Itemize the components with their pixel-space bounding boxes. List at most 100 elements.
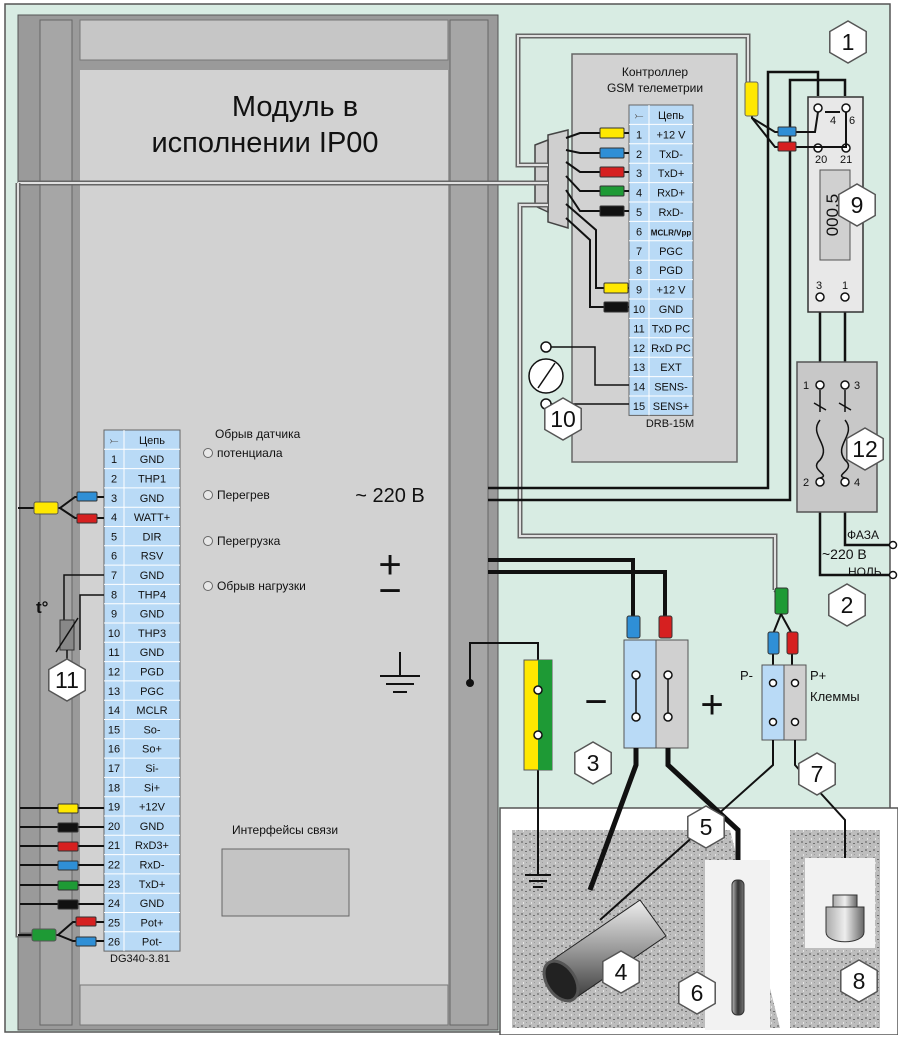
meter-fuse-yellow — [744, 81, 759, 117]
callout-2: 2 — [828, 583, 866, 627]
callout-hexagon — [838, 183, 876, 227]
meter-term-21: 21 — [840, 154, 852, 166]
controller-pin-pin-number: 11 — [633, 323, 644, 335]
controller-connector — [547, 129, 569, 230]
indicator-label-2: Перегрев — [217, 488, 270, 502]
callout-11: 11 — [48, 658, 86, 702]
module-pin-pin-name: Si- — [145, 763, 159, 775]
p-minus-marker — [767, 631, 780, 655]
controller-pin-pin-name: MCLR/Vpp — [651, 228, 692, 237]
neutral-terminal — [888, 570, 898, 580]
module-pin-pin-number: 2 — [111, 473, 117, 485]
callout-hexagon — [828, 583, 866, 627]
controller-pin-pin-name: EXT — [660, 362, 682, 374]
module-pin-pin-name: GND — [140, 898, 165, 910]
callout-number: 5 — [700, 814, 713, 840]
controller-pin-pin-name: RxD+ — [657, 188, 685, 200]
module-pin-pin-number: 11 — [108, 647, 119, 659]
callout-3: 3 — [574, 741, 612, 785]
terminal-plus-label: + — [700, 683, 723, 727]
callout-number: 12 — [852, 436, 878, 462]
p-terminal-screws — [768, 678, 800, 727]
led-load-break — [203, 581, 213, 591]
ground-stud — [466, 679, 474, 687]
meter-term-3: 3 — [816, 280, 822, 292]
callout-6: 6 — [678, 971, 716, 1015]
controller-pin-pin-number: 14 — [633, 382, 645, 394]
controller-pin-pin-name: SENS+ — [653, 401, 689, 413]
callout-10: 10 — [544, 397, 582, 441]
callout-hexagon — [846, 427, 884, 471]
ctl-wire-1 — [599, 127, 625, 139]
module-top-rail — [79, 19, 449, 61]
module-pin-pin-name: GND — [140, 570, 165, 582]
wire-22-blue — [57, 860, 79, 871]
meter-term-6: 6 — [849, 115, 855, 127]
callout-hexagon — [678, 971, 716, 1015]
module-pin-pin-name: RSV — [141, 551, 164, 563]
wire-watt-red — [76, 513, 98, 524]
led-overheat — [203, 490, 213, 500]
module-pin-pin-number: 3 — [111, 493, 117, 505]
breaker-term-2: 2 — [803, 477, 809, 489]
module-pin-pin-name: GND — [140, 609, 165, 621]
module-pin-pin-name: MCLR — [136, 705, 167, 717]
controller-pin-pin-number: 4 — [636, 188, 642, 200]
meter-wire-red — [777, 141, 797, 152]
indicator-label-1b: потенциала — [217, 446, 283, 460]
controller-pin-pin-number: 12 — [633, 343, 645, 355]
wire-marker-blue — [626, 615, 641, 639]
module-pin-pin-name: So+ — [142, 744, 162, 756]
module-pin-pin-name: GND — [140, 647, 165, 659]
callout-number: 10 — [550, 406, 576, 432]
module-pin-header-symbol: ⤚ — [110, 435, 119, 447]
module-pin-pin-name: GND — [140, 493, 165, 505]
module-pin-pin-name: DIR — [143, 531, 162, 543]
module-pin-pin-name: GND — [140, 821, 165, 833]
terminals-label: Клеммы — [810, 689, 860, 704]
temperature-label: t° — [36, 598, 49, 617]
controller-pin-pin-number: 3 — [636, 168, 642, 180]
callout-number: 2 — [841, 592, 854, 618]
module-pin-pin-number: 5 — [111, 531, 117, 543]
p-plus-marker — [786, 631, 799, 655]
mains-voltage: ~220 В — [822, 546, 867, 562]
module-pin-pin-number: 24 — [108, 898, 120, 910]
module-pin-pin-name: THP1 — [138, 473, 166, 485]
controller-pin-pin-number: 7 — [636, 246, 642, 258]
callout-12: 12 — [846, 427, 884, 471]
indicator-panel: Обрыв датчика потенциала Перегрев Перегр… — [203, 427, 306, 593]
controller-pin-pin-name: PGD — [659, 265, 683, 277]
ctl-wire-9 — [603, 282, 629, 294]
module-minus: − — [378, 569, 401, 613]
callout-hexagon — [48, 658, 86, 702]
controller-pin-pin-name: GND — [659, 304, 684, 316]
module-pin-pin-name: Pot- — [142, 937, 163, 949]
module-pin-pin-name: GND — [140, 454, 165, 466]
module-pin-pin-name: +12V — [139, 802, 166, 814]
module-title-line1: Модуль в — [232, 91, 358, 123]
module-right-rail — [449, 19, 489, 1026]
module-left-rail — [39, 19, 73, 1026]
callout-hexagon — [574, 741, 612, 785]
module-pin-pin-number: 10 — [108, 628, 120, 640]
controller-title-line1: Контроллер — [622, 65, 689, 79]
wire-23-green — [57, 880, 79, 891]
neutral-label: НОЛЬ — [848, 565, 882, 579]
module-pin-pin-number: 16 — [108, 744, 120, 756]
ctl-wire-2 — [599, 147, 625, 159]
meter-term-20: 20 — [815, 154, 827, 166]
interfaces-port — [221, 848, 350, 917]
module-block-model: DG340-3.81 — [110, 953, 170, 965]
controller-pin-pin-name: +12 V — [656, 129, 686, 141]
ground-terminal-screw-bottom — [533, 730, 543, 740]
wire-marker-red — [658, 615, 673, 639]
callout-number: 6 — [691, 980, 704, 1006]
callout-hexagon — [687, 805, 725, 849]
output-wires — [488, 558, 667, 617]
wire-pot-blue — [75, 936, 97, 947]
controller-pin-pin-number: 15 — [633, 401, 645, 413]
controller-pin-pin-name: TxD+ — [658, 168, 685, 180]
module-bottom-rail — [79, 984, 449, 1026]
module-pin-header: Цепь — [139, 435, 165, 447]
